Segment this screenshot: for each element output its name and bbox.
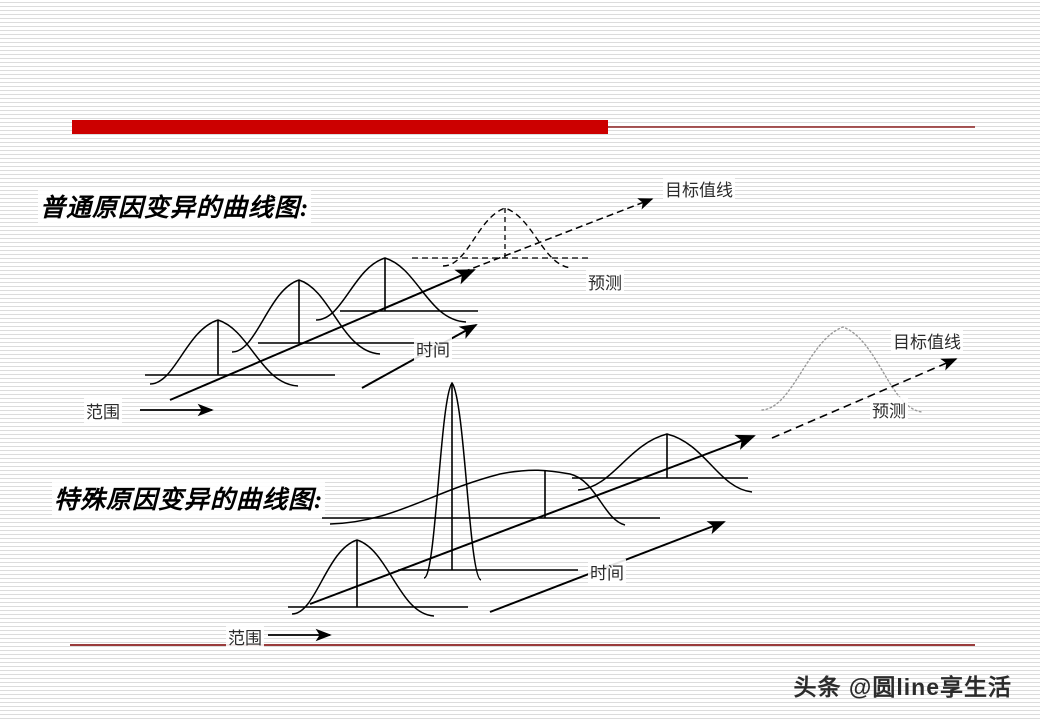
time-axis-arrow bbox=[169, 269, 476, 401]
forecast-target-arrow bbox=[462, 198, 654, 273]
forecast-label-special-cause: 预测 bbox=[870, 397, 908, 422]
time-label-special-cause: 时间 bbox=[588, 559, 626, 584]
forecast-label-common-cause: 预测 bbox=[586, 269, 624, 294]
section-title-special-cause: 特殊原因变异的曲线图: bbox=[52, 480, 326, 516]
time-label-common-cause: 时间 bbox=[414, 336, 452, 361]
section-title-common-cause: 普通原因变异的曲线图: bbox=[38, 188, 312, 224]
target-line-label-common-cause: 目标值线 bbox=[663, 176, 735, 201]
panel-common-cause bbox=[140, 198, 654, 417]
target-line-label-special-cause: 目标值线 bbox=[891, 328, 963, 353]
special-forecast-target-arrow bbox=[771, 358, 958, 439]
range-label-common-cause: 范围 bbox=[84, 398, 122, 423]
distribution-curve-3 bbox=[315, 257, 478, 323]
distribution-curve-1 bbox=[145, 319, 335, 387]
range-label-special-cause: 范围 bbox=[226, 624, 264, 649]
panel-special-cause bbox=[268, 326, 958, 642]
special-distribution-curve-4 bbox=[572, 433, 753, 493]
special-distribution-curve-1 bbox=[288, 539, 468, 617]
special-forecast-distribution-dotted bbox=[761, 326, 923, 413]
special-distribution-curve-2-spike bbox=[398, 381, 578, 581]
top-red-bar bbox=[72, 120, 608, 134]
forecast-distribution-dashed bbox=[412, 207, 592, 269]
watermark-text: 头条 @圆line享生活 bbox=[793, 674, 1012, 700]
decor-group bbox=[70, 120, 975, 646]
special-time-axis-arrow bbox=[309, 434, 756, 605]
